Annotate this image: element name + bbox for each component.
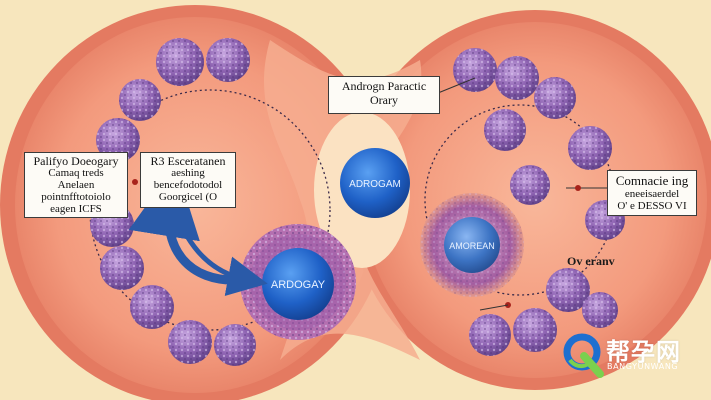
left-inner-line-2: aeshing [171,167,205,179]
right-line-1: Comnacie ing [615,173,689,188]
right-lower-label: Ov eranv [567,254,615,268]
watermark-logo: 帮孕网 BANGYUNWANG [562,330,702,380]
logo-chinese-text: 帮孕网 [606,338,681,366]
left-inner-line-1: R3 Esceratanen [150,154,226,168]
top-leader-line [437,77,476,94]
marker-dot-left [132,179,138,185]
logo-english-text: BANGYUNWANG [607,362,679,371]
left-line-1: Palifyo Doeogary [33,154,119,168]
center-nucleus-label: ADROGAM [349,179,401,190]
left-inner-line-4: Goorgicel (O [158,191,218,203]
curved-arrow [128,164,243,285]
marker-dot-right [575,185,581,191]
right-label-box: Comnacie ing eneeisaerdel O' e DESSO VI [607,170,697,216]
logo-q-icon [563,333,604,378]
left-label-box: Palifyo Doeogary Camaq treds Anelaen poi… [24,152,128,218]
right-line-2: eneeisaerdel [624,188,680,200]
right-follicle [420,193,524,297]
center-nucleus [340,148,410,218]
bottom-leader-line [479,304,509,311]
arrow-to-follicle [167,199,268,296]
left-line-2: Camaq treds [48,167,104,179]
right-line-3: O' e DESSO VI [617,200,687,212]
bottom-left-follicle [240,224,356,340]
left-inner-line-3: bencefodotodol [153,179,223,191]
left-line-5: eagen ICFS [50,203,102,215]
top-center-label-box: Androgn Paractic Orary [328,76,440,114]
top-center-line-2: Orary [370,93,398,107]
right-cells [453,48,625,356]
left-line-3: Anelaen [57,179,95,191]
bottom-left-nucleus-label: ARDOGAY [271,279,326,291]
right-nucleus-label: AMOREAN [449,241,495,251]
left-inner-label-box: R3 Esceratanen aeshing bencefodotodol Go… [140,152,236,208]
left-line-4: pointnfftotoiolo [41,191,111,203]
top-center-line-1: Androgn Paractic [341,79,427,93]
